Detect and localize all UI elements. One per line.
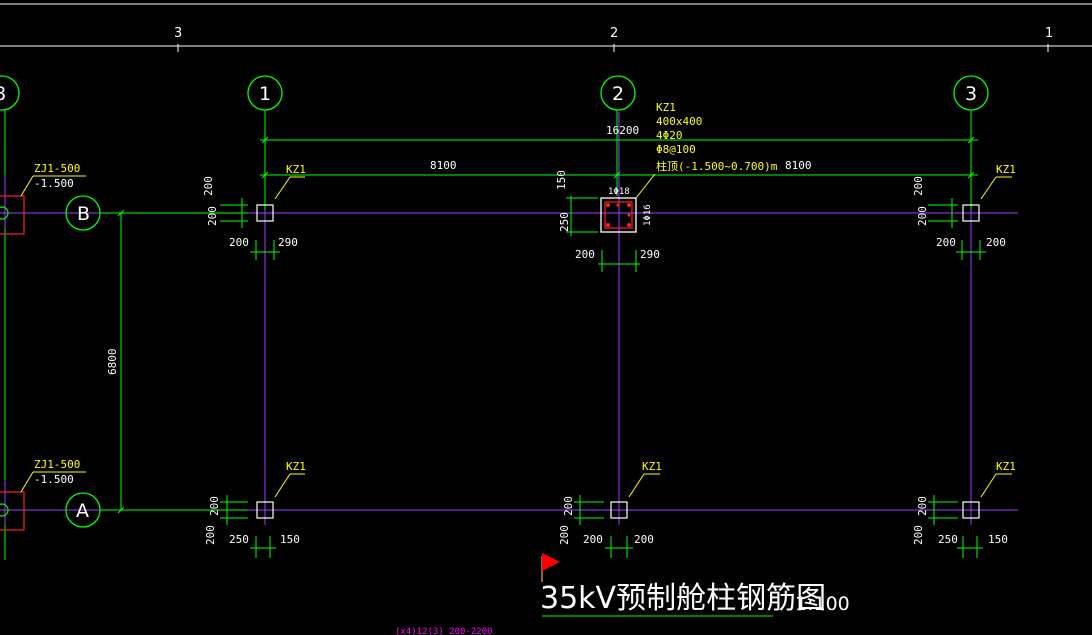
label-kz1-3a: KZ1 — [996, 460, 1016, 473]
footing-b-name: ZJ1-500 — [34, 162, 80, 175]
dim-1a-h2: 150 — [280, 533, 300, 546]
drawing-scale: 1:100 — [795, 593, 850, 615]
dim-3a-h2: 150 — [988, 533, 1008, 546]
dim-2a-h2: 200 — [634, 533, 654, 546]
dim-2b-h2: 290 — [640, 248, 660, 261]
detail-bar-top: 1Φ18 — [608, 187, 630, 197]
footnote-text: (x4)12(3) 200-2200 — [395, 627, 493, 635]
dim-row-span: 6800 — [106, 349, 119, 376]
axis-label-a: A — [76, 500, 89, 522]
detail-stirrup: Φ8@100 — [656, 143, 696, 156]
dim-3b-v1: 200 — [912, 176, 925, 196]
dim-1b-h1: 200 — [229, 236, 249, 249]
dim-3a-h1: 250 — [938, 533, 958, 546]
dim-1a-h1: 250 — [229, 533, 249, 546]
dim-1a-v2: 200 — [204, 525, 217, 545]
axis-bubble-partial — [0, 75, 20, 111]
label-kz1-1b: KZ1 — [286, 163, 306, 176]
dim-bay-left: 8100 — [430, 159, 457, 172]
label-leaders — [20, 173, 1012, 498]
dim-2a-h1: 200 — [583, 533, 603, 546]
dim-2a-v2: 200 — [558, 525, 571, 545]
column-section-detail — [600, 197, 637, 233]
dim-3b-v2: 200 — [916, 206, 929, 226]
axis-bubble-3 — [953, 75, 989, 111]
column-1b — [256, 204, 274, 222]
axis-label-2: 2 — [612, 83, 624, 105]
detail-name: KZ1 — [656, 101, 676, 114]
column-detail-label: KZ1 400x400 4Φ20 Φ8@100 柱顶(-1.500~0.700)… — [608, 101, 778, 226]
label-kz1-1a: KZ1 — [286, 460, 306, 473]
detail-bar-side: 1Φ16 — [643, 204, 653, 226]
dim-1b-v1: 200 — [202, 176, 215, 196]
axis-label-1: 1 — [259, 83, 271, 105]
column-2a — [610, 501, 628, 519]
detail-size: 400x400 — [656, 115, 702, 128]
detail-main-bars: 4Φ20 — [656, 129, 683, 142]
axis-label-3: 3 — [965, 83, 977, 105]
dim-3b-h2: 200 — [986, 236, 1006, 249]
label-kz1-2a: KZ1 — [642, 460, 662, 473]
dim-overall: 16200 — [606, 124, 639, 137]
column-3b — [962, 204, 980, 222]
footing-a-name: ZJ1-500 — [34, 458, 80, 471]
dim-3a-v1: 200 — [916, 496, 929, 516]
columns — [256, 204, 980, 519]
dim-bay-right: 8100 — [785, 159, 812, 172]
axis-bubbles — [0, 75, 989, 528]
axis-bubble-b — [65, 195, 101, 231]
drawing-title: 35kV预制舱柱钢筋图 — [540, 581, 826, 616]
detail-elev: 柱顶(-1.500~0.700)m — [656, 159, 778, 173]
dim-3b-h1: 200 — [936, 236, 956, 249]
top-ruler: 3 2 1 — [0, 3, 1092, 52]
title-block: 35kV预制舱柱钢筋图 1:100 (x4)12(3) 200-2200 — [395, 553, 850, 635]
ruler-mark-1: 1 — [1045, 26, 1053, 41]
ruler-mark-2: 2 — [610, 26, 618, 41]
label-kz1-3b: KZ1 — [996, 163, 1016, 176]
axis-bubble-a — [65, 492, 101, 528]
dim-1a-v1: 200 — [208, 496, 221, 516]
dimension-lines — [4, 110, 986, 560]
axis-label-b: B — [77, 203, 90, 225]
axis-label-partial: 8 — [0, 83, 6, 105]
ruler-mark-3: 3 — [174, 26, 182, 41]
dim-1b-h2: 290 — [278, 236, 298, 249]
footing-a-elev: -1.500 — [34, 473, 74, 486]
flag-icon — [542, 553, 560, 571]
left-footings — [0, 195, 25, 531]
footing-b-elev: -1.500 — [34, 177, 74, 190]
dim-1b-v2: 200 — [206, 206, 219, 226]
dim-2b-h1: 200 — [575, 248, 595, 261]
column-3a — [962, 501, 980, 519]
column-1a — [256, 501, 274, 519]
axis-bubble-1 — [247, 75, 283, 111]
axis-bubble-2 — [600, 75, 636, 111]
dim-2b-v2: 250 — [558, 212, 571, 232]
dim-2a-v1: 200 — [562, 496, 575, 516]
dim-3a-v2: 200 — [912, 525, 925, 545]
dim-2b-v1: 150 — [555, 170, 568, 190]
grid-lines — [0, 112, 1018, 560]
